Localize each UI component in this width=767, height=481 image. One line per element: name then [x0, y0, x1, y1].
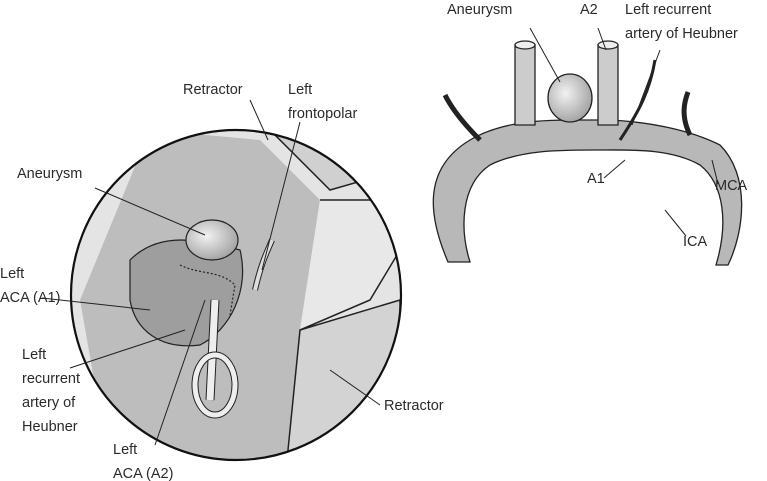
label-line: Left — [22, 347, 47, 363]
label-line: Heubner — [22, 419, 78, 435]
label-line: Left — [0, 266, 25, 282]
label-line: Left recurrent — [625, 2, 712, 18]
label-left-recurrent-heubner: Left recurrent artery of Heubner — [22, 343, 80, 439]
label-line: artery of Heubner — [625, 26, 738, 42]
label-aneurysm-right: Aneurysm — [447, 2, 513, 18]
leader-lines-right — [529, 27, 719, 237]
label-left-aca-a1: Left ACA (A1) — [0, 262, 60, 310]
label-a2: A2 — [580, 2, 598, 18]
label-line: Left — [288, 82, 313, 98]
label-line: ACA (A1) — [0, 290, 61, 306]
label-line: artery of — [22, 395, 76, 411]
label-aneurysm-left: Aneurysm — [17, 166, 83, 182]
aneurysm-right — [547, 73, 593, 123]
label-line: recurrent — [22, 371, 81, 387]
label-left-recurrent-heubner-right: Left recurrent artery of Heubner — [625, 0, 738, 46]
label-retractor-bottom: Retractor — [384, 398, 444, 414]
label-a1: A1 — [587, 171, 605, 187]
aneurysm-sac — [185, 219, 239, 261]
label-line: ACA (A2) — [113, 466, 174, 481]
label-left-aca-a2: Left ACA (A2) — [113, 438, 173, 481]
label-line: frontopolar — [288, 106, 358, 122]
label-retractor-top: Retractor — [183, 82, 243, 98]
circle-of-willis-drawing — [432, 40, 743, 266]
surgical-view — [71, 130, 401, 460]
label-left-frontopolar: Left frontopolar — [288, 78, 357, 126]
view-circle-border — [69, 128, 403, 462]
leader-lines-left — [41, 99, 381, 446]
label-line: Left — [113, 442, 138, 458]
label-mca: MCA — [715, 178, 748, 194]
label-ica: ICA — [683, 234, 708, 250]
